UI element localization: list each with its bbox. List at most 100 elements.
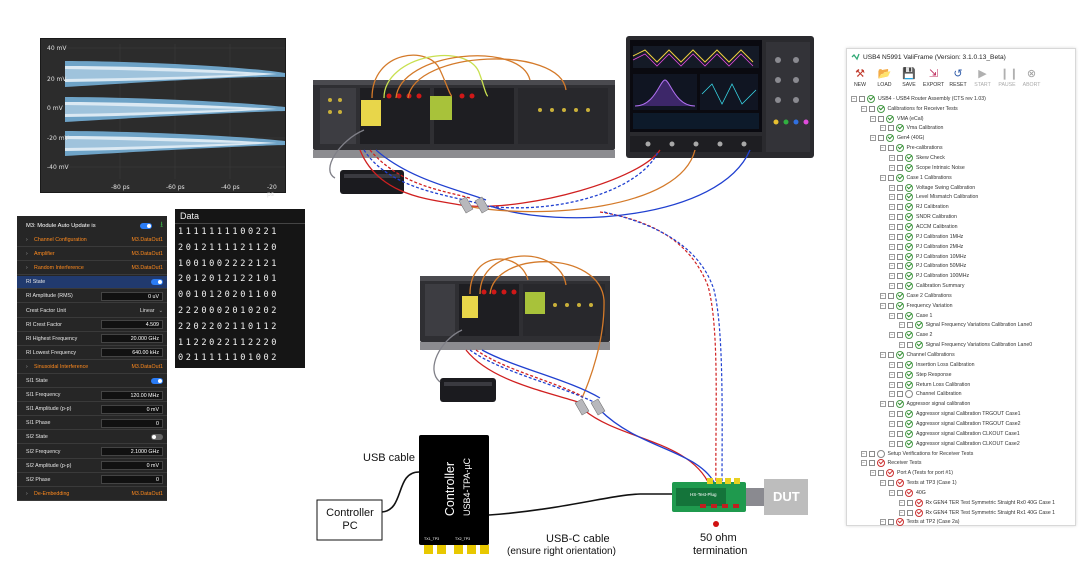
tree-node[interactable]: −Case 1 <box>889 311 932 321</box>
value-field[interactable]: 2.1000 GHz <box>101 447 163 456</box>
node-checkbox[interactable] <box>887 352 894 359</box>
expand-toggle-icon[interactable]: − <box>889 243 895 250</box>
tree-node[interactable]: −Channel Calibration <box>889 390 962 400</box>
chevron-right-icon[interactable]: › <box>26 363 28 370</box>
node-checkbox[interactable] <box>887 480 894 487</box>
chevron-right-icon[interactable]: › <box>26 251 28 258</box>
node-checkbox[interactable] <box>897 361 903 368</box>
value-field[interactable]: 20.000 GHz <box>101 334 163 344</box>
tree-node[interactable]: −Channel Calibrations <box>879 350 955 360</box>
value-field[interactable]: 0 uV <box>101 291 163 301</box>
node-checkbox[interactable] <box>878 470 884 477</box>
node-checkbox[interactable] <box>897 253 903 260</box>
expand-toggle-icon[interactable]: − <box>889 273 895 280</box>
expand-toggle-icon[interactable]: − <box>889 391 895 398</box>
expand-toggle-icon[interactable]: − <box>860 105 867 112</box>
tree-node[interactable]: −Return Loss Calibration <box>889 380 970 390</box>
node-checkbox[interactable] <box>897 155 903 162</box>
tree-node[interactable]: −Setup Verifications for Receiver Tests <box>860 449 973 459</box>
node-checkbox[interactable] <box>887 519 894 526</box>
auto-update-toggle[interactable] <box>140 223 153 229</box>
expand-toggle-icon[interactable]: − <box>889 440 895 447</box>
tree-node[interactable]: −Calibration Summary <box>889 281 964 291</box>
tree-node[interactable]: −Aggressor signal Calibration CLKOUT Cas… <box>889 429 1020 439</box>
expand-toggle-icon[interactable]: − <box>879 125 886 132</box>
tree-node[interactable]: −RJ Calibration <box>889 202 949 212</box>
reset-button[interactable]: ↺RESET <box>947 67 969 91</box>
tree-node[interactable]: −PJ Calibration 1MHz <box>889 232 963 242</box>
tree-node[interactable]: −Signal Frequency Variations Calibration… <box>898 321 1032 331</box>
value-field[interactable]: 4.509 <box>101 320 163 330</box>
expand-toggle-icon[interactable]: − <box>889 204 895 211</box>
expand-toggle-icon[interactable]: − <box>889 489 895 496</box>
node-checkbox[interactable] <box>897 371 903 378</box>
state-toggle[interactable] <box>151 378 163 384</box>
chevron-right-icon[interactable]: › <box>26 490 28 497</box>
expand-toggle-icon[interactable]: − <box>898 342 905 349</box>
tree-node[interactable]: −Rx GEN4 TER Test Symmetric Straight Rx0… <box>898 498 1055 508</box>
pause-button[interactable]: ❙❙PAUSE <box>996 67 1018 91</box>
node-checkbox[interactable] <box>906 322 913 329</box>
start-button[interactable]: ▶START <box>972 67 994 91</box>
settings-row[interactable]: RI State <box>17 276 167 289</box>
value-field[interactable]: 0 mV <box>101 461 163 471</box>
abort-button[interactable]: ⊗ABORT <box>1021 67 1043 91</box>
expand-toggle-icon[interactable]: − <box>889 371 895 378</box>
node-checkbox[interactable] <box>897 411 903 418</box>
tree-node[interactable]: −PJ Calibration 50MHz <box>889 261 966 271</box>
expand-toggle-icon[interactable]: − <box>879 480 886 487</box>
node-checkbox[interactable] <box>906 342 913 349</box>
node-checkbox[interactable] <box>897 391 903 398</box>
expand-toggle-icon[interactable]: − <box>889 233 895 240</box>
settings-row[interactable]: RI Amplitude (RMS)0 uV <box>17 290 167 302</box>
expand-toggle-icon[interactable]: − <box>879 302 886 309</box>
tree-node[interactable]: −40G <box>889 488 926 498</box>
node-checkbox[interactable] <box>897 214 903 221</box>
expand-toggle-icon[interactable]: − <box>889 312 895 319</box>
settings-row[interactable]: SI1 Amplitude (p-p)0 mV <box>17 403 167 415</box>
node-checkbox[interactable] <box>897 440 903 447</box>
tree-node[interactable]: −Gen4 (40G) <box>870 133 924 143</box>
tree-node[interactable]: −Port A (Tests for port #1) <box>870 468 953 478</box>
expand-toggle-icon[interactable]: − <box>889 332 895 339</box>
node-checkbox[interactable] <box>897 489 903 496</box>
node-checkbox[interactable] <box>887 125 894 132</box>
expand-toggle-icon[interactable]: − <box>860 460 867 467</box>
node-checkbox[interactable] <box>897 194 903 201</box>
value-field[interactable]: 0 <box>101 418 163 428</box>
expand-toggle-icon[interactable]: − <box>889 223 895 230</box>
tree-node[interactable]: −SNDR Calibration <box>889 212 957 222</box>
node-checkbox[interactable] <box>897 430 903 437</box>
tree-node[interactable]: −Receiver Tests <box>860 458 921 468</box>
expand-toggle-icon[interactable]: − <box>870 115 876 122</box>
expand-toggle-icon[interactable]: − <box>870 135 876 142</box>
expand-toggle-icon[interactable]: − <box>889 164 895 171</box>
tree-node[interactable]: −Case 2 <box>889 330 932 340</box>
expand-toggle-icon[interactable]: − <box>889 430 895 437</box>
node-checkbox[interactable] <box>906 509 913 516</box>
expand-toggle-icon[interactable]: − <box>889 420 895 427</box>
tree-node[interactable]: −Skew Check <box>889 153 945 163</box>
expand-toggle-icon[interactable]: − <box>879 292 886 299</box>
value-field[interactable]: 640.00 kHz <box>101 348 163 358</box>
value-dropdown[interactable]: Linear <box>139 307 155 314</box>
expand-toggle-icon[interactable]: − <box>889 253 895 260</box>
settings-row[interactable]: SI2 Amplitude (p-p)0 mV <box>17 460 167 472</box>
node-checkbox[interactable] <box>897 273 903 280</box>
expand-toggle-icon[interactable]: − <box>879 352 886 359</box>
node-checkbox[interactable] <box>897 164 903 171</box>
tree-node[interactable]: −Rx GEN4 TER Test Symmetric Straight Rx1… <box>898 508 1055 518</box>
tree-node[interactable]: −Step Response <box>889 370 951 380</box>
expand-toggle-icon[interactable]: − <box>889 263 895 270</box>
tree-node[interactable]: −Aggressor signal Calibration CLKOUT Cas… <box>889 439 1020 449</box>
node-checkbox[interactable] <box>868 450 875 457</box>
tree-node[interactable]: −USB4 - USB4 Router Assembly (CTS rev 1.… <box>851 94 986 104</box>
node-checkbox[interactable] <box>897 381 903 388</box>
node-checkbox[interactable] <box>897 243 903 250</box>
expand-toggle-icon[interactable]: − <box>889 361 895 368</box>
